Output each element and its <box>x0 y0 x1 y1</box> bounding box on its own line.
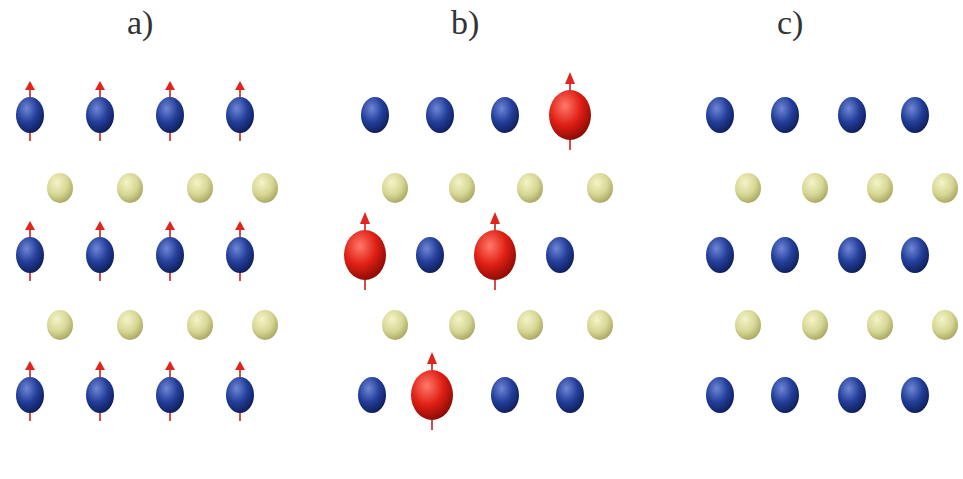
spin-arrow <box>165 81 175 90</box>
metal-atom <box>901 97 929 133</box>
anion-atom <box>735 173 761 203</box>
metal-atom <box>838 377 866 413</box>
anion-atom <box>252 310 278 340</box>
metal-atom <box>156 97 184 133</box>
spin-arrow <box>25 81 35 90</box>
anion-atom <box>187 173 213 203</box>
anion-atom <box>932 173 958 203</box>
anion-atom <box>187 310 213 340</box>
dopant-atom <box>411 370 453 420</box>
anion-atom <box>517 310 543 340</box>
spin-arrow <box>95 81 105 90</box>
metal-atom <box>838 97 866 133</box>
metal-atom <box>838 237 866 273</box>
anion-atom <box>802 310 828 340</box>
anion-atom <box>587 173 613 203</box>
anion-atom <box>867 173 893 203</box>
anion-atom <box>449 310 475 340</box>
anion-atom <box>932 310 958 340</box>
metal-atom <box>226 97 254 133</box>
anion-atom <box>117 173 143 203</box>
anion-atom <box>802 173 828 203</box>
metal-atom <box>426 97 454 133</box>
spin-arrow <box>235 361 245 370</box>
anion-atom <box>47 310 73 340</box>
metal-atom <box>771 377 799 413</box>
metal-atom <box>86 377 114 413</box>
metal-atom <box>546 237 574 273</box>
metal-atom <box>361 97 389 133</box>
spin-arrow <box>427 352 437 364</box>
spin-arrow <box>235 81 245 90</box>
anion-atom <box>382 310 408 340</box>
anion-atom <box>117 310 143 340</box>
spin-arrow <box>360 212 370 224</box>
anion-atom <box>252 173 278 203</box>
metal-atom <box>16 97 44 133</box>
metal-atom <box>86 237 114 273</box>
anion-atom <box>735 310 761 340</box>
anion-atom <box>449 173 475 203</box>
metal-atom <box>771 237 799 273</box>
spin-arrow <box>25 361 35 370</box>
spin-arrow <box>165 221 175 230</box>
metal-atom <box>358 377 386 413</box>
spin-arrow <box>490 212 500 224</box>
spin-arrow <box>95 221 105 230</box>
metal-atom <box>416 237 444 273</box>
metal-atom <box>226 237 254 273</box>
spin-arrow <box>165 361 175 370</box>
metal-atom <box>706 97 734 133</box>
metal-atom <box>901 237 929 273</box>
dopant-atom <box>344 230 386 280</box>
panel-label: c) <box>777 6 803 40</box>
metal-atom <box>706 237 734 273</box>
anion-atom <box>47 173 73 203</box>
anion-atom <box>867 310 893 340</box>
metal-atom <box>16 237 44 273</box>
metal-atom <box>226 377 254 413</box>
dopant-atom <box>549 90 591 140</box>
panel-label: b) <box>451 6 479 40</box>
metal-atom <box>86 97 114 133</box>
metal-atom <box>771 97 799 133</box>
metal-atom <box>491 377 519 413</box>
metal-atom <box>156 237 184 273</box>
metal-atom <box>901 377 929 413</box>
metal-atom <box>491 97 519 133</box>
spin-arrow <box>25 221 35 230</box>
metal-atom <box>16 377 44 413</box>
panel-label: a) <box>127 6 153 40</box>
spin-arrow <box>235 221 245 230</box>
metal-atom <box>706 377 734 413</box>
anion-atom <box>587 310 613 340</box>
dopant-atom <box>474 230 516 280</box>
metal-atom <box>156 377 184 413</box>
spin-arrow <box>95 361 105 370</box>
spin-arrow <box>565 72 575 84</box>
anion-atom <box>517 173 543 203</box>
metal-atom <box>556 377 584 413</box>
anion-atom <box>382 173 408 203</box>
